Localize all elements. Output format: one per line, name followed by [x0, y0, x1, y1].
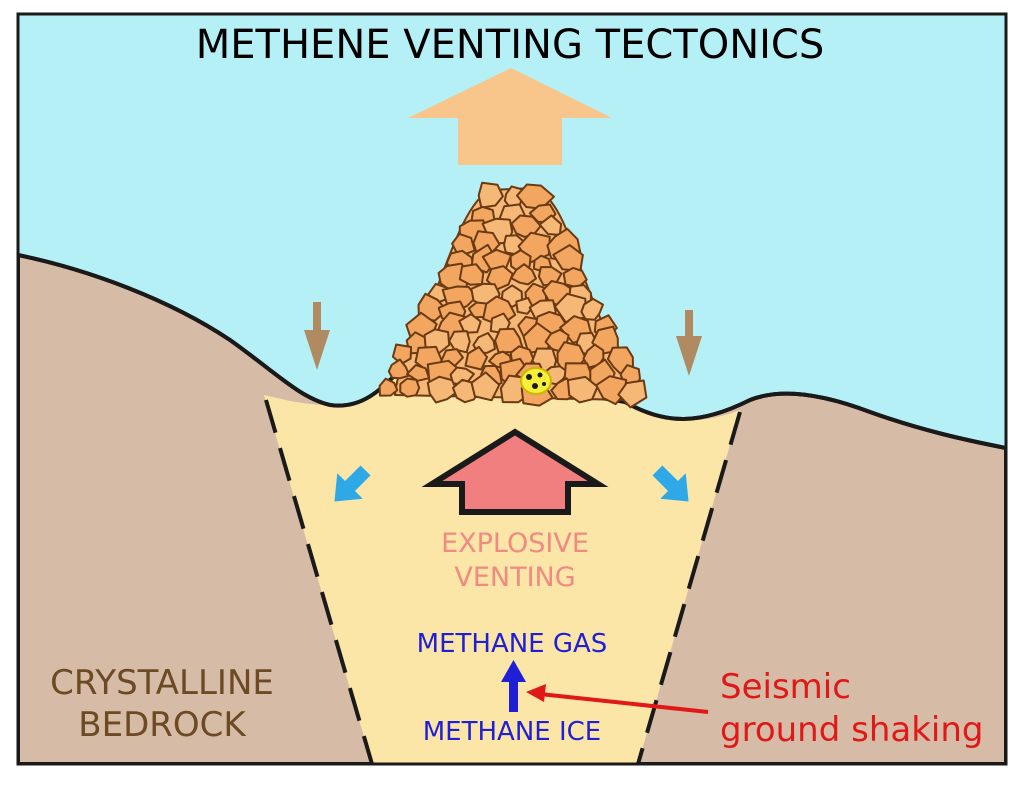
rubble-fragment	[399, 377, 421, 398]
rubble-fragment	[617, 379, 648, 409]
rubble-fragment	[510, 263, 537, 286]
explosive-venting-label-line2: VENTING	[454, 562, 575, 593]
inflow-arrow-right	[652, 465, 689, 502]
diagram-title: METHENE VENTING TECTONICS	[196, 22, 825, 68]
rubble-fragment	[426, 375, 459, 404]
subsidence-arrow-right	[676, 310, 702, 376]
diagram-frame	[16, 12, 1008, 766]
rubble-pile	[378, 181, 648, 409]
rubble-fragment	[378, 377, 399, 397]
rubble-fragment	[448, 330, 471, 354]
methane-gas-label: METHANE GAS	[417, 629, 608, 659]
inflow-arrow-left	[334, 465, 371, 502]
explosive-venting-arrow	[421, 428, 609, 515]
rubble-fragment	[515, 296, 534, 315]
subsidence-arrow-left	[304, 302, 330, 370]
methane-rise-arrow	[501, 660, 526, 712]
rubble-fragment	[458, 263, 485, 286]
explosive-venting-label-line1: EXPLOSIVE	[441, 528, 589, 559]
rubble-fragment	[470, 371, 501, 402]
rubble-fragment	[580, 297, 604, 321]
crystalline-bedrock-label-line2: BEDROCK	[78, 705, 247, 745]
methane-bubble	[520, 367, 552, 395]
seismic-pointer-arrow	[526, 684, 709, 714]
sediment-basin	[264, 365, 740, 764]
rubble-fragment	[387, 358, 411, 380]
fault-line-left	[264, 399, 374, 764]
methane-ice-label: METHANE ICE	[423, 717, 601, 747]
rubble-fragment	[538, 214, 563, 236]
seismic-label-line1: Seismic	[720, 667, 851, 707]
rubble-fragment	[417, 292, 448, 322]
seismic-label-line2: ground shaking	[720, 710, 983, 750]
crystalline-bedrock-label-line1: CRYSTALLINE	[50, 663, 274, 703]
rubble-fragment	[464, 346, 489, 371]
upward-escape-arrow	[408, 68, 612, 165]
